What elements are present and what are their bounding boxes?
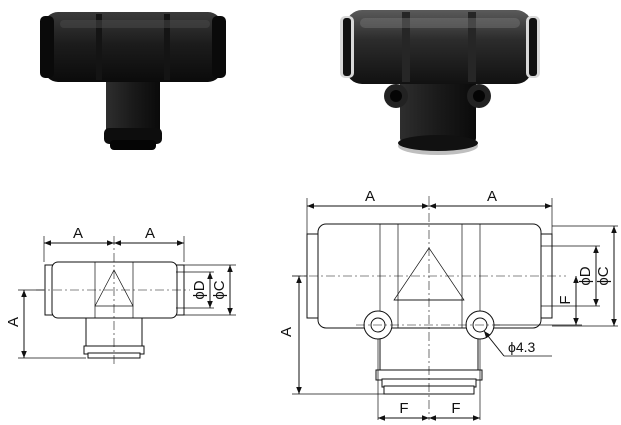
large-dim-f-left: F <box>399 400 408 417</box>
union-tee-fitting-with-mounting-holes-photo <box>340 10 540 155</box>
small-dim-a-left: A <box>73 225 83 242</box>
small-dim-c: ϕC <box>211 280 228 299</box>
large-dim-f-vertical: F <box>557 295 574 304</box>
small-tee-drawing: A A A ϕD ϕC <box>5 225 236 366</box>
large-tee-drawing: A A A ϕD ϕC F F F ϕ4.3 <box>278 188 618 421</box>
large-dim-a-right: A <box>487 188 497 205</box>
union-tee-fitting-photo <box>40 12 226 150</box>
large-dim-c: ϕC <box>595 266 612 285</box>
large-dim-f-right: F <box>451 400 460 417</box>
small-dim-d: ϕD <box>191 280 208 299</box>
small-dim-a-vertical: A <box>5 317 22 327</box>
large-hole-label: ϕ4.3 <box>508 339 536 355</box>
large-dim-a-vertical: A <box>278 327 295 337</box>
small-dim-a-right: A <box>145 225 155 242</box>
large-dim-a-left: A <box>365 188 375 205</box>
large-dim-d: ϕD <box>577 266 594 285</box>
